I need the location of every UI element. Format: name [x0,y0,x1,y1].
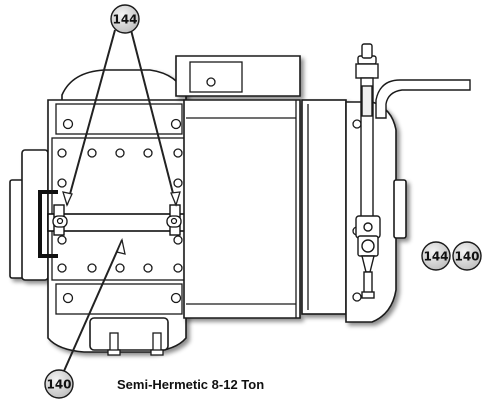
callout-right-a-label: 144 [423,250,448,264]
diagram-caption: Semi-Hermetic 8-12 Ton [117,377,264,392]
callout-top-label: 144 [112,13,137,27]
drain-fittings [107,332,164,356]
motor-body [175,55,301,319]
callout-bottom: 140 [44,369,74,399]
leader-lines [63,29,177,372]
callout-top: 144 [110,4,140,34]
callout-bottom-label: 140 [46,378,71,392]
callout-right-b: 140 [452,241,482,271]
callout-right-a: 144 [421,241,451,271]
lifting-bracket [38,190,195,258]
leader-arrowheads [62,191,181,255]
head-bolt-pattern [51,103,191,315]
service-valve-assembly [355,43,471,299]
end-bell [301,99,407,323]
motor-details [186,61,297,318]
compressor-head [9,69,187,353]
callout-right-b-label: 140 [454,250,479,264]
